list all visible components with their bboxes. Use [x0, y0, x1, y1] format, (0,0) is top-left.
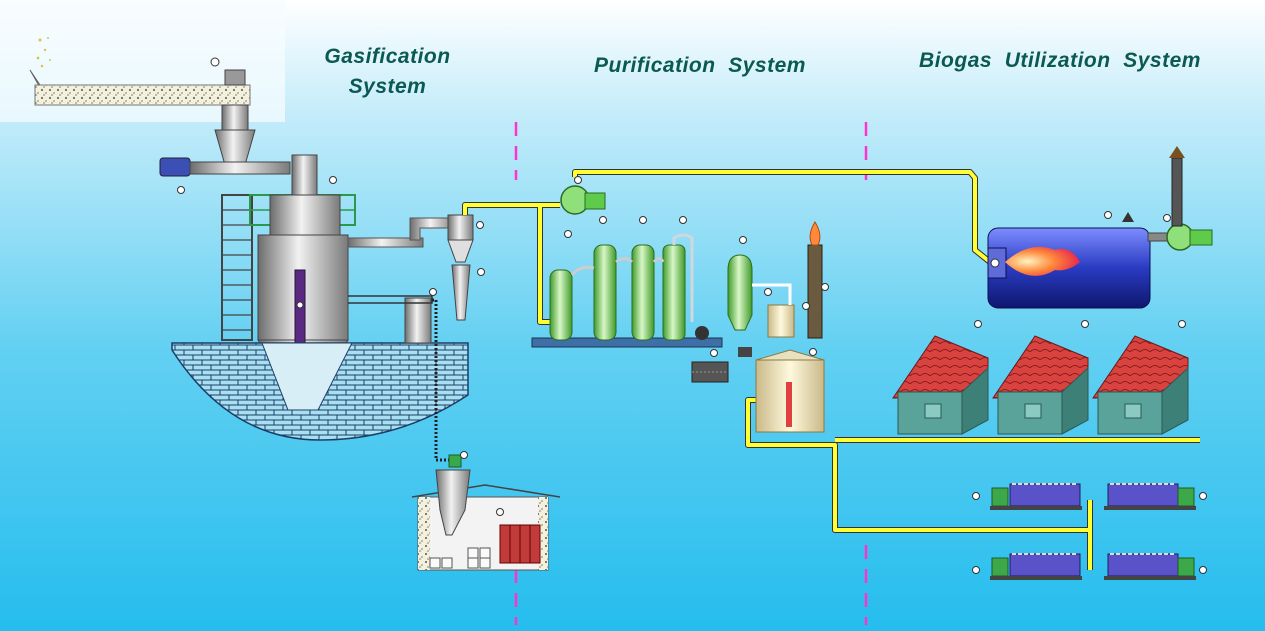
gas-pipes-fill [463, 170, 1200, 570]
water-seal [752, 283, 795, 338]
chimney [1169, 146, 1185, 227]
house-1 [892, 320, 989, 435]
screw-feeder [159, 157, 291, 194]
gasifier-pit [261, 342, 353, 411]
gasification-title-line2: System [348, 75, 427, 98]
house-3 [1092, 320, 1189, 435]
generator-2 [1104, 483, 1207, 510]
circulating-pump [695, 326, 752, 357]
houses [892, 320, 1189, 435]
generator-3 [972, 553, 1082, 580]
washing-towers [531, 216, 723, 348]
generator-1 [972, 483, 1082, 510]
ash-conveying-line [432, 298, 460, 462]
flare-stack [802, 221, 829, 339]
feed-conveyor [29, 37, 251, 106]
boiler-fan [1147, 214, 1213, 251]
purification-system-title: Purification System [594, 54, 806, 77]
gas-holder [755, 348, 825, 433]
gasification-system-title: Gasification System [300, 42, 475, 102]
gasification-title-line1: Gasification [324, 45, 451, 68]
demister [727, 236, 753, 331]
biogas-utilization-system-title: Biogas Utilization System [919, 49, 1201, 72]
generator-4 [1104, 553, 1207, 580]
ash-house [411, 451, 561, 571]
boiler [987, 211, 1151, 309]
hopper [214, 104, 256, 166]
induced-draft-fan [560, 176, 606, 215]
cyclone-separator [347, 214, 485, 321]
tar-tank [691, 361, 729, 383]
gas-engine-generators [972, 483, 1207, 580]
house-2 [992, 320, 1089, 435]
